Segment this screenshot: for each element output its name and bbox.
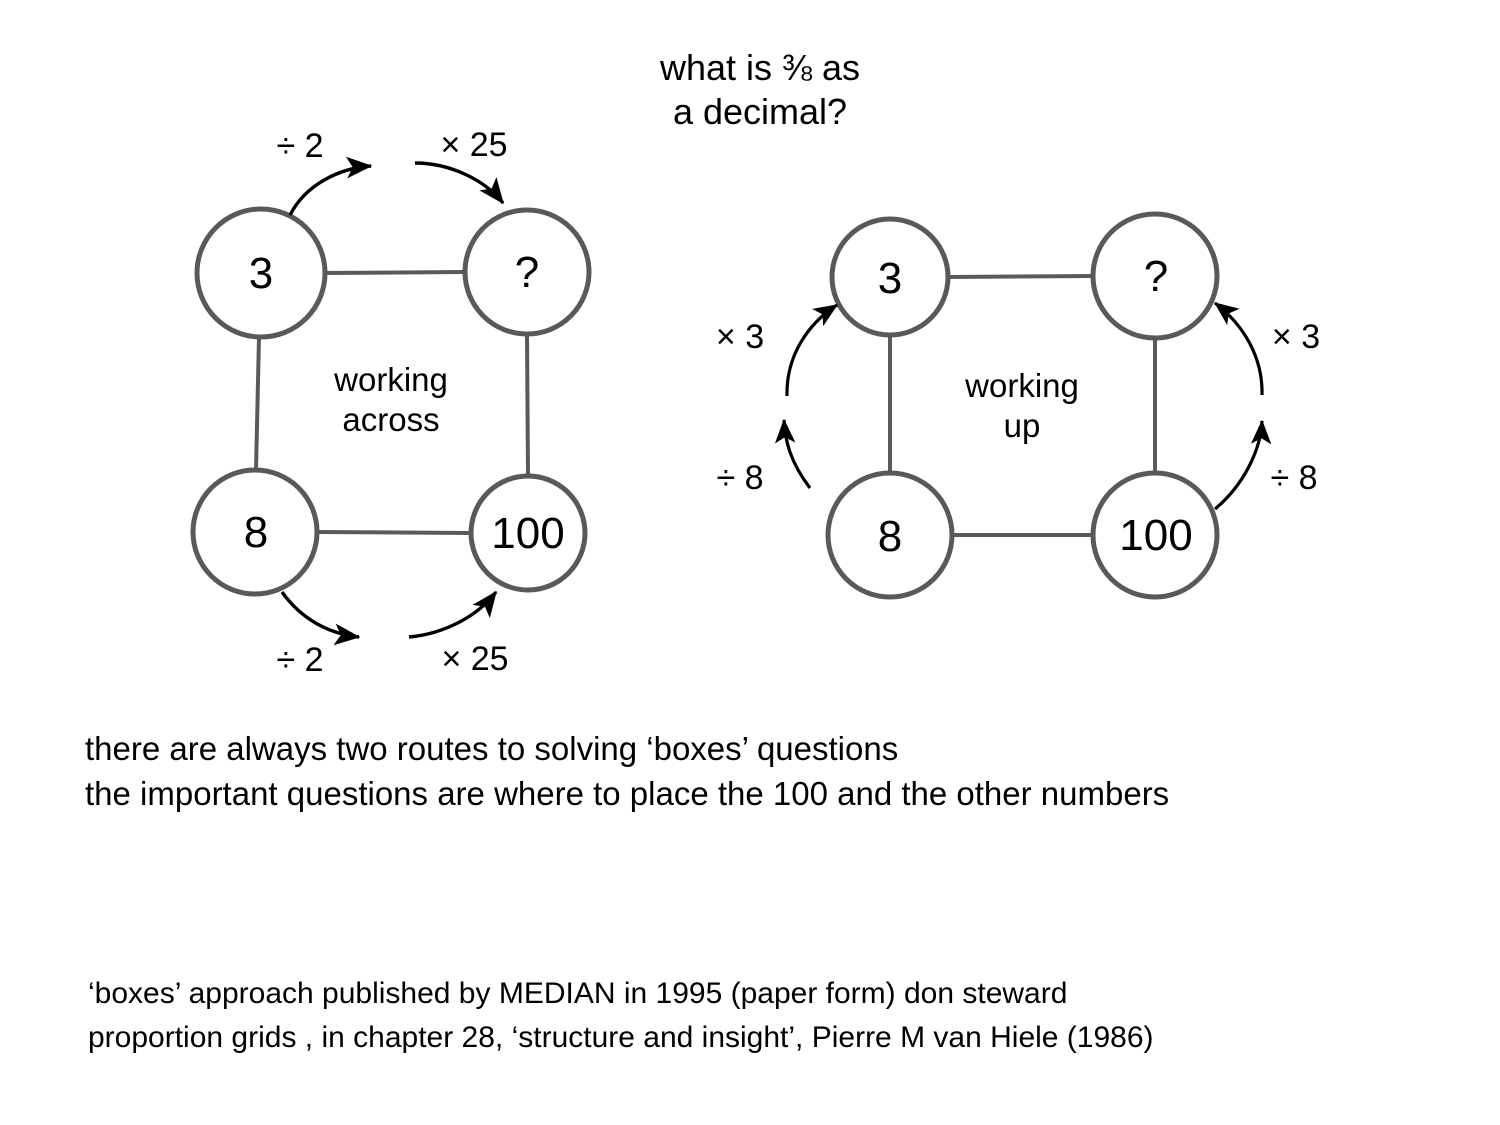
op-right-right-upper: × 3 xyxy=(1271,318,1321,356)
node-left-bottom-right: 100 xyxy=(491,509,565,558)
node-right-bottom-left: 8 xyxy=(877,512,903,561)
source-attribution: ‘boxes’ approach published by MEDIAN in … xyxy=(88,977,1154,1054)
op-right-left-upper: × 3 xyxy=(715,318,765,356)
op-left-bottom-right: × 25 xyxy=(441,640,509,678)
op-right-left-lower: ÷ 8 xyxy=(716,459,764,497)
node-right-top-right: ? xyxy=(1143,252,1169,301)
caption-working-up: working up xyxy=(965,367,1079,444)
node-left-top-left: 3 xyxy=(248,249,274,298)
op-left-top-right: × 25 xyxy=(440,126,508,164)
body-text: there are always two routes to solving ‘… xyxy=(85,730,1170,812)
node-right-bottom-right: 100 xyxy=(1119,511,1193,560)
op-left-top-left: ÷ 2 xyxy=(276,127,324,165)
page-title: what is ⅜ as a decimal? xyxy=(659,47,861,132)
op-left-bottom-left: ÷ 2 xyxy=(276,641,324,679)
node-left-top-right: ? xyxy=(514,248,540,297)
node-left-bottom-left: 8 xyxy=(243,508,269,557)
node-right-top-left: 3 xyxy=(877,254,903,303)
caption-working-across: working across xyxy=(334,361,448,438)
op-right-right-lower: ÷ 8 xyxy=(1270,459,1318,497)
